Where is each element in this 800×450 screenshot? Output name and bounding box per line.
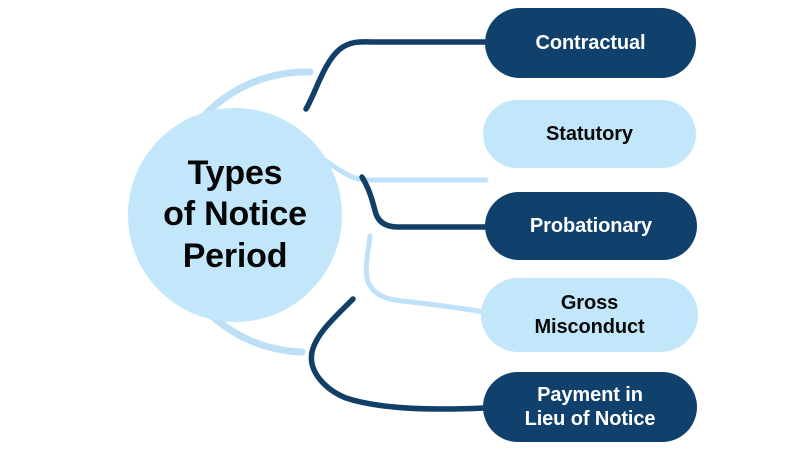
node-contractual[interactable]: Contractual bbox=[485, 8, 696, 78]
node-label: Probationary bbox=[529, 214, 653, 237]
node-label: Statutory bbox=[546, 122, 633, 145]
node-payment-in-lieu-of-notice[interactable]: Payment in Lieu of Notice bbox=[483, 372, 697, 442]
connector-probationary bbox=[359, 174, 489, 230]
node-label: Contractual bbox=[535, 31, 646, 54]
node-probationary[interactable]: Probationary bbox=[485, 192, 697, 260]
connector-contractual bbox=[303, 39, 489, 112]
node-gross-misconduct[interactable]: Gross Misconduct bbox=[481, 278, 698, 352]
node-label: Gross Misconduct bbox=[534, 291, 645, 338]
center-node-label: Types of Notice Period bbox=[163, 153, 307, 275]
connector-gross-misconduct bbox=[363, 233, 487, 315]
node-statutory[interactable]: Statutory bbox=[483, 100, 696, 168]
connector-payment-in-lieu bbox=[308, 296, 487, 412]
node-label: Payment in Lieu of Notice bbox=[524, 383, 656, 430]
center-node[interactable]: Types of Notice Period bbox=[128, 108, 342, 322]
